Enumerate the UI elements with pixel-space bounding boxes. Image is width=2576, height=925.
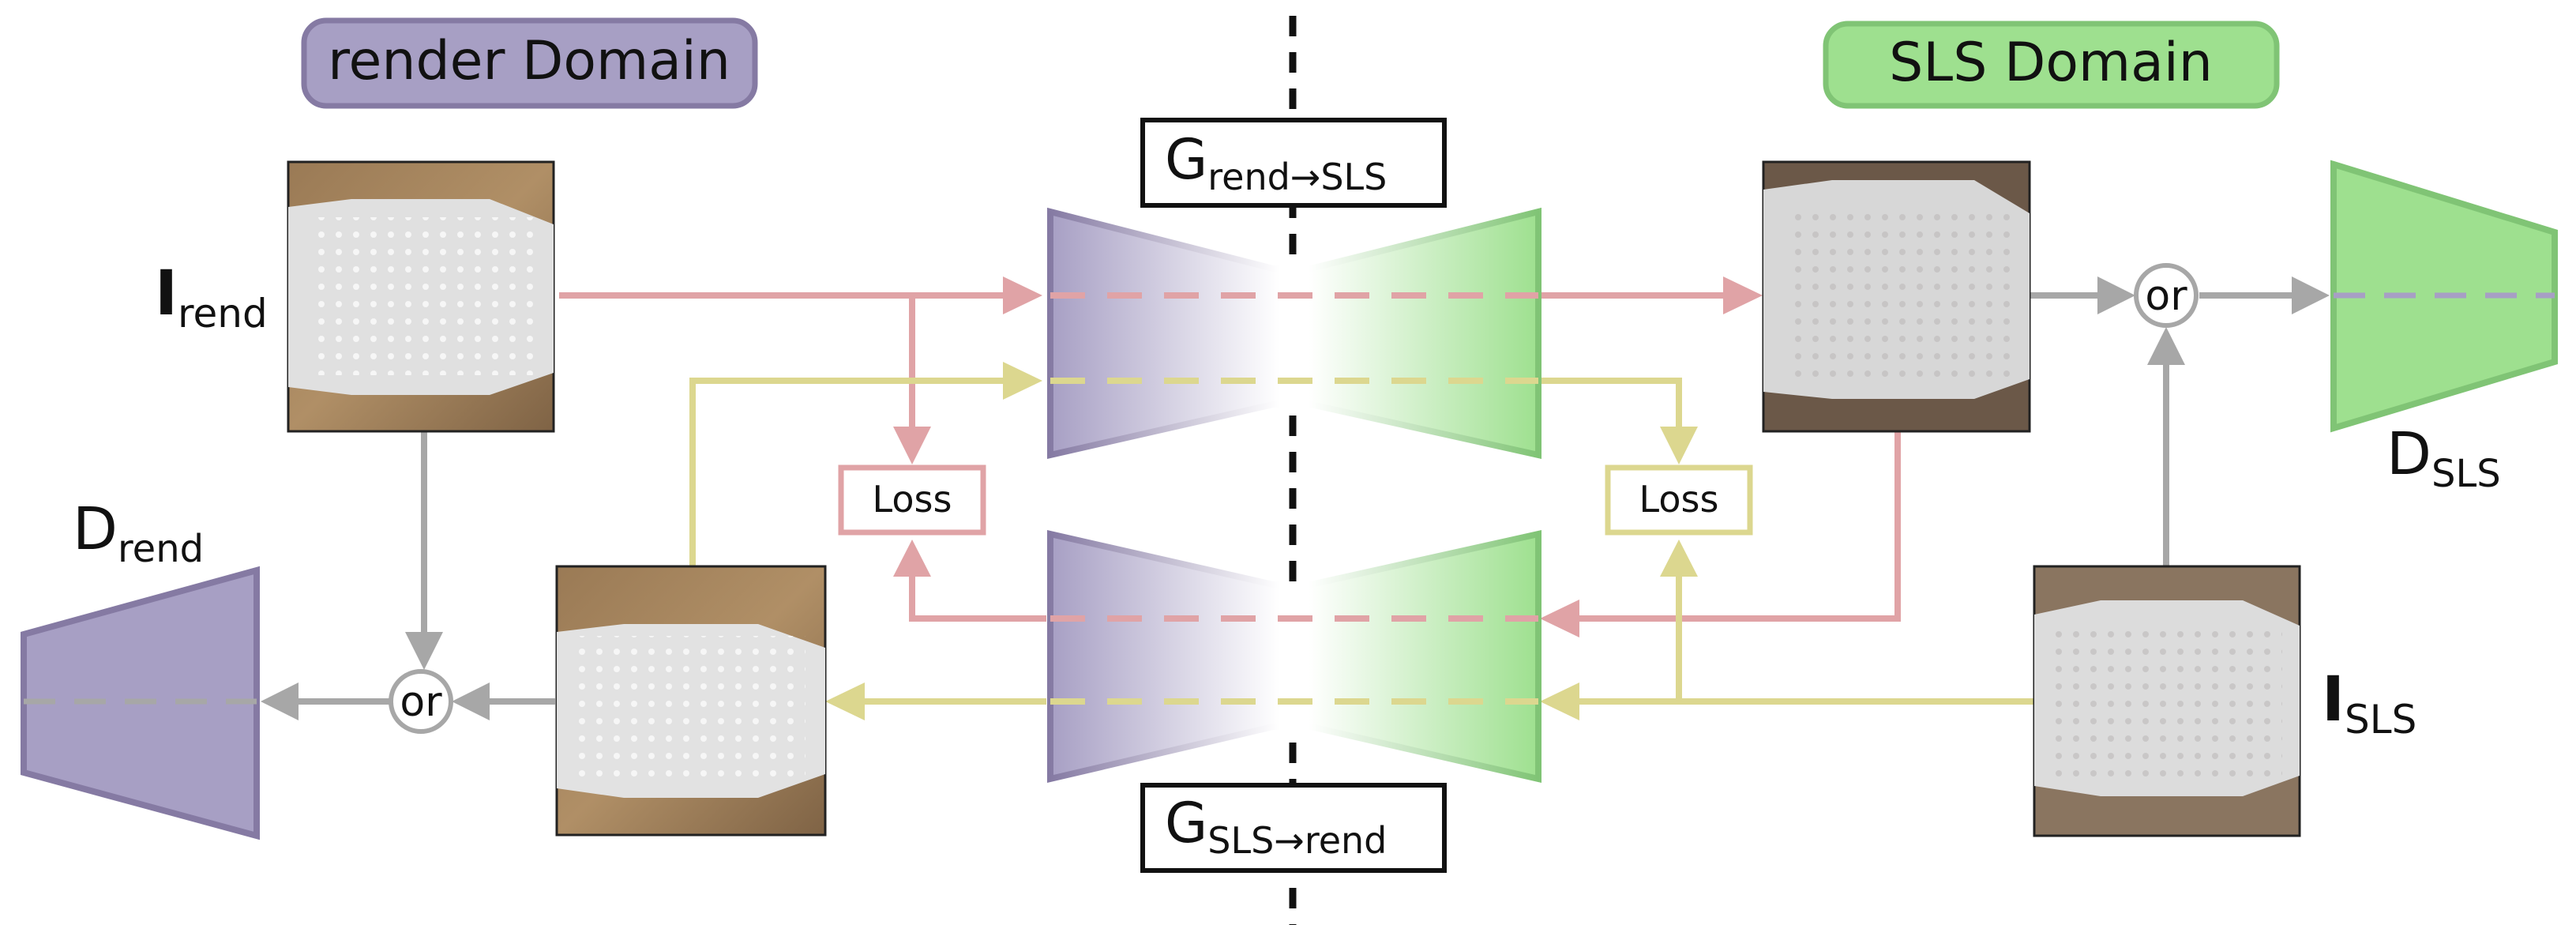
generator-sls-to-rend-label: GSLS→rend: [1140, 783, 1447, 873]
svg-text:Loss: Loss: [1639, 478, 1719, 521]
discriminator-rend-label: Drend: [73, 495, 204, 571]
image-rend-label: Irend: [155, 258, 268, 337]
discriminator-rend: [21, 566, 260, 840]
generator-rend-to-sls: [1047, 207, 1541, 460]
gen-subscript: SLS→rend: [1207, 819, 1387, 862]
image-rend-generated: [555, 565, 827, 837]
or-node-rend: or: [389, 669, 453, 734]
gray-disc-path: [261, 276, 2330, 720]
svg-text:or: or: [400, 679, 442, 726]
discriminator-sls: [2330, 160, 2558, 433]
gen-symbol: G: [1165, 127, 1207, 192]
discriminator-sls-label: DSLS: [2386, 420, 2501, 496]
image-rend-input: [287, 160, 555, 433]
or-node-sls: or: [2134, 263, 2199, 328]
generator-rend-to-sls-label: Grend→SLS: [1140, 118, 1447, 208]
image-sls-input: [2033, 565, 2301, 837]
pink-cycle-path: [559, 276, 1901, 637]
sls-domain-title: SLS Domain: [1889, 32, 2213, 94]
loss-box-rend: Loss: [838, 464, 986, 536]
svg-text:Loss: Loss: [873, 478, 952, 521]
svg-text:GSLS→rend: GSLS→rend: [1165, 791, 1387, 862]
yellow-cycle-path: [689, 362, 2033, 720]
image-sls-label: ISLS: [2322, 664, 2416, 743]
svg-text:Grend→SLS: Grend→SLS: [1165, 127, 1387, 198]
loss-box-sls: Loss: [1605, 464, 1753, 536]
generator-sls-to-rend: [1047, 529, 1541, 784]
render-domain-header: render Domain: [301, 17, 758, 109]
sls-domain-header: SLS Domain: [1823, 21, 2280, 109]
svg-text:or: or: [2145, 273, 2187, 320]
render-domain-title: render Domain: [328, 30, 730, 92]
image-sls-generated: [1762, 160, 2031, 433]
gen-symbol: G: [1165, 791, 1207, 855]
gen-subscript: rend→SLS: [1207, 156, 1387, 198]
